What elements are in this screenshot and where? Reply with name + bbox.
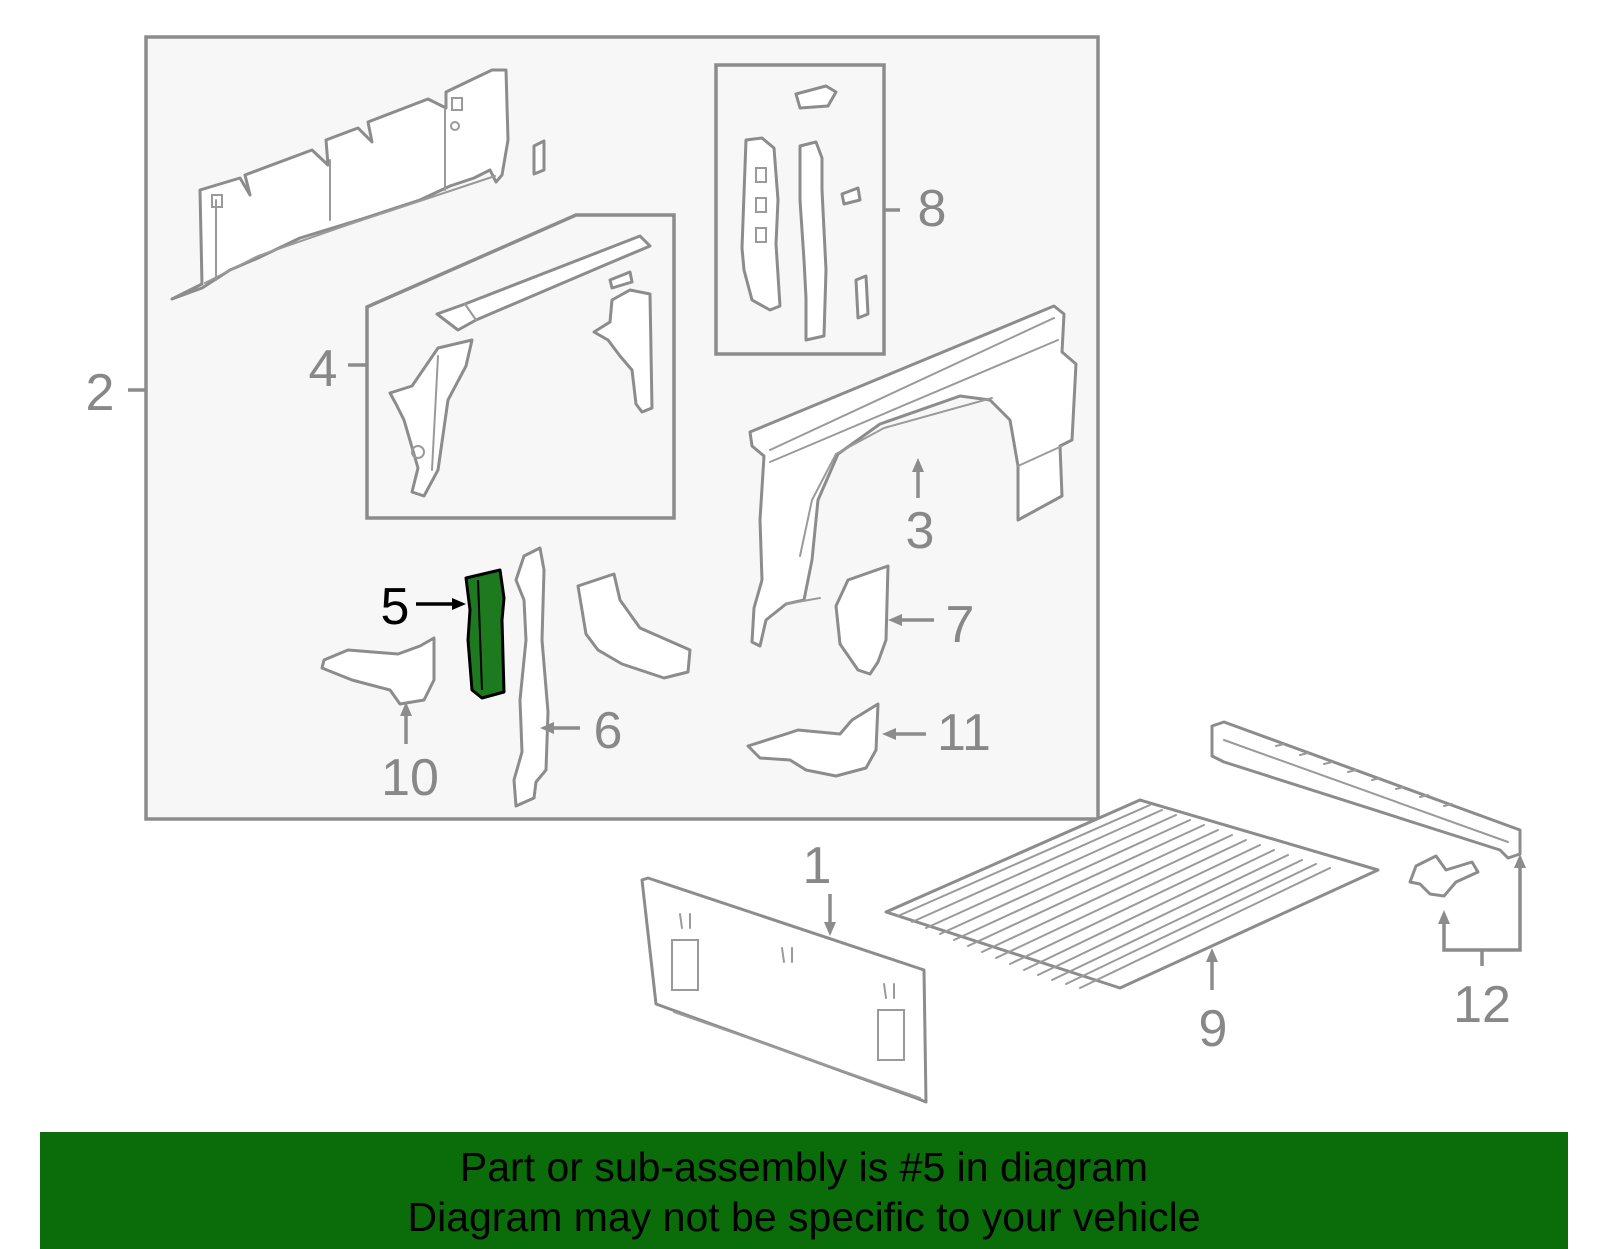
- callout-7: 7: [946, 596, 975, 654]
- front-panel-part: [170, 68, 546, 301]
- crossmember-part-12: [1210, 720, 1522, 898]
- leader-lines: [128, 208, 1526, 990]
- callout-6: 6: [594, 702, 623, 760]
- part-5-highlighted: [464, 568, 506, 700]
- callout-labels: 1 2 3 4 5 6 7 8 9 10 11 12: [86, 180, 1511, 1058]
- group-8-parts: [740, 84, 870, 342]
- callout-4: 4: [309, 340, 338, 398]
- callout-2: 2: [86, 364, 115, 422]
- front-wall-part-1: [640, 876, 928, 1104]
- part-6: [512, 546, 550, 808]
- group-4-parts: [388, 234, 654, 498]
- part-7: [834, 564, 890, 676]
- callout-12: 12: [1453, 976, 1511, 1034]
- info-banner: Part or sub-assembly is #5 in diagram Di…: [40, 1132, 1568, 1249]
- callout-3: 3: [906, 502, 935, 560]
- part-11: [746, 702, 880, 778]
- callout-8: 8: [918, 180, 947, 238]
- banner-line-1: Part or sub-assembly is #5 in diagram: [459, 1144, 1149, 1190]
- banner-line-2: Diagram may not be specific to your vehi…: [407, 1194, 1201, 1240]
- callout-10: 10: [381, 749, 439, 807]
- callout-5: 5: [381, 578, 410, 636]
- group-4-box: [365, 213, 676, 520]
- floor-part-9: [884, 798, 1380, 990]
- part-10: [320, 636, 436, 706]
- quarter-panel-part: [748, 304, 1078, 648]
- callout-9: 9: [1199, 1000, 1228, 1058]
- center-bracket-part: [576, 572, 692, 680]
- callout-1: 1: [803, 837, 832, 895]
- callout-11: 11: [937, 704, 991, 762]
